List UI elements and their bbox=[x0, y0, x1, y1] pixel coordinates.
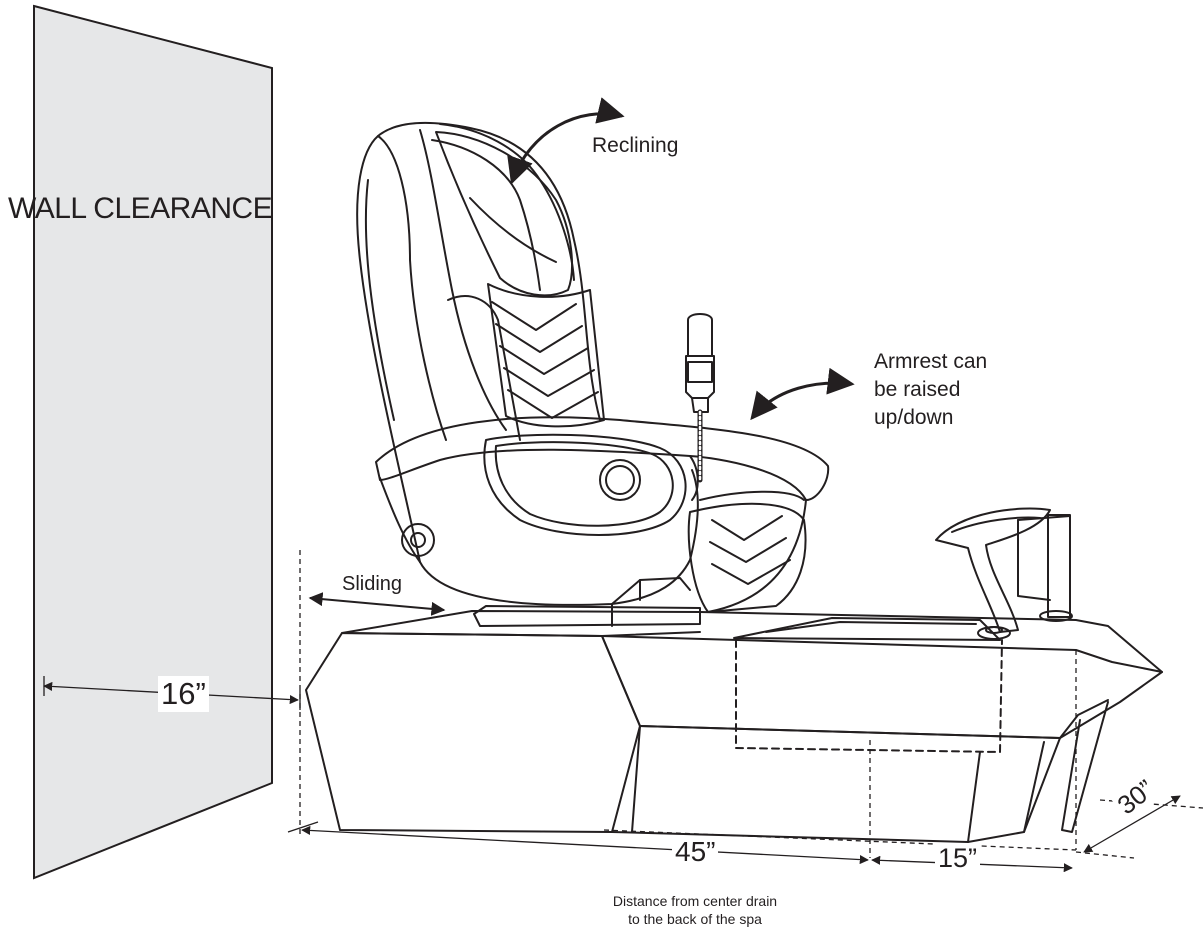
armrest-label-line-2: be raised bbox=[874, 378, 961, 401]
armrest-label-line-1: Armrest can bbox=[874, 350, 988, 373]
drain-offset-dimension: 15” bbox=[935, 843, 981, 874]
seat-cushion bbox=[687, 490, 807, 613]
depth-note: Distance from center drain to the back o… bbox=[560, 892, 830, 928]
slide-plate bbox=[473, 603, 701, 627]
wall-distance-dimension: 16” bbox=[158, 676, 209, 712]
armrest-arrow bbox=[750, 367, 855, 421]
armrest-label: Armrest can be raised up/down bbox=[874, 348, 987, 432]
armrest-label-line-3: up/down bbox=[874, 406, 954, 429]
wall-panel bbox=[33, 4, 273, 880]
armrest bbox=[375, 416, 830, 613]
sliding-label: Sliding bbox=[342, 573, 403, 595]
dim-45-line bbox=[301, 825, 869, 865]
depth-dimension: 45” bbox=[672, 836, 719, 868]
shower-head bbox=[685, 313, 715, 483]
foot-basin bbox=[733, 617, 1003, 753]
wall-clearance-label: WALL CLEARANCE bbox=[8, 192, 273, 225]
chair-support bbox=[611, 577, 691, 605]
depth-note-line-2: to the back of the spa bbox=[628, 911, 762, 927]
sliding-arrow bbox=[308, 592, 446, 616]
spa-base bbox=[305, 610, 1163, 843]
footrest bbox=[935, 507, 1051, 633]
faucet bbox=[1017, 514, 1073, 622]
reclining-arrow bbox=[507, 97, 625, 185]
seat-side-panel bbox=[401, 433, 699, 606]
reclining-label: Reclining bbox=[592, 134, 679, 157]
depth-note-line-1: Distance from center drain bbox=[612, 893, 778, 909]
chair-back bbox=[356, 122, 605, 563]
dim-30-line bbox=[1083, 795, 1181, 853]
